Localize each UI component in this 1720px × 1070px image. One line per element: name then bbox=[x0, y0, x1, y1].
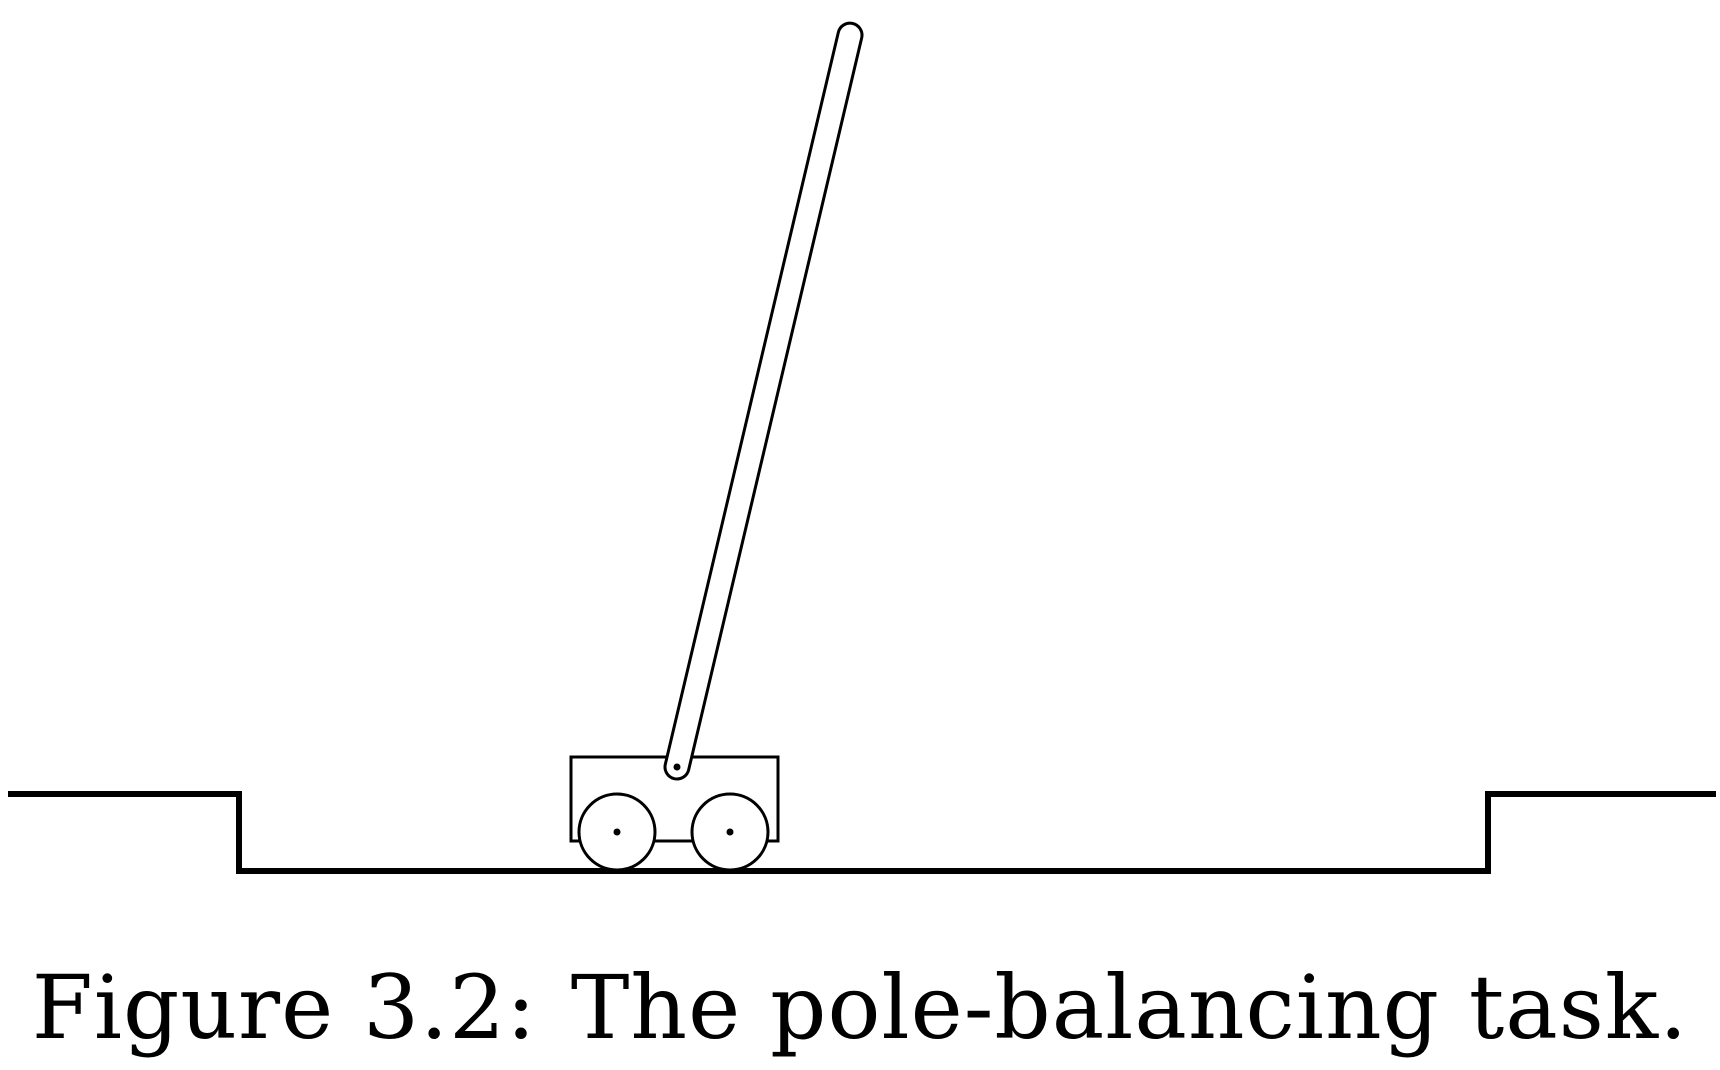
caption-text: The pole-balancing task. bbox=[570, 956, 1689, 1059]
caption-label: Figure 3.2: bbox=[31, 956, 537, 1059]
cart-wheel-left-hub bbox=[613, 828, 621, 836]
track bbox=[8, 791, 1716, 874]
cart-wheel-right-hub bbox=[726, 828, 734, 836]
figure-caption: Figure 3.2: The pole-balancing task. bbox=[0, 958, 1720, 1058]
pole bbox=[663, 21, 864, 781]
pole-pivot bbox=[673, 763, 681, 771]
